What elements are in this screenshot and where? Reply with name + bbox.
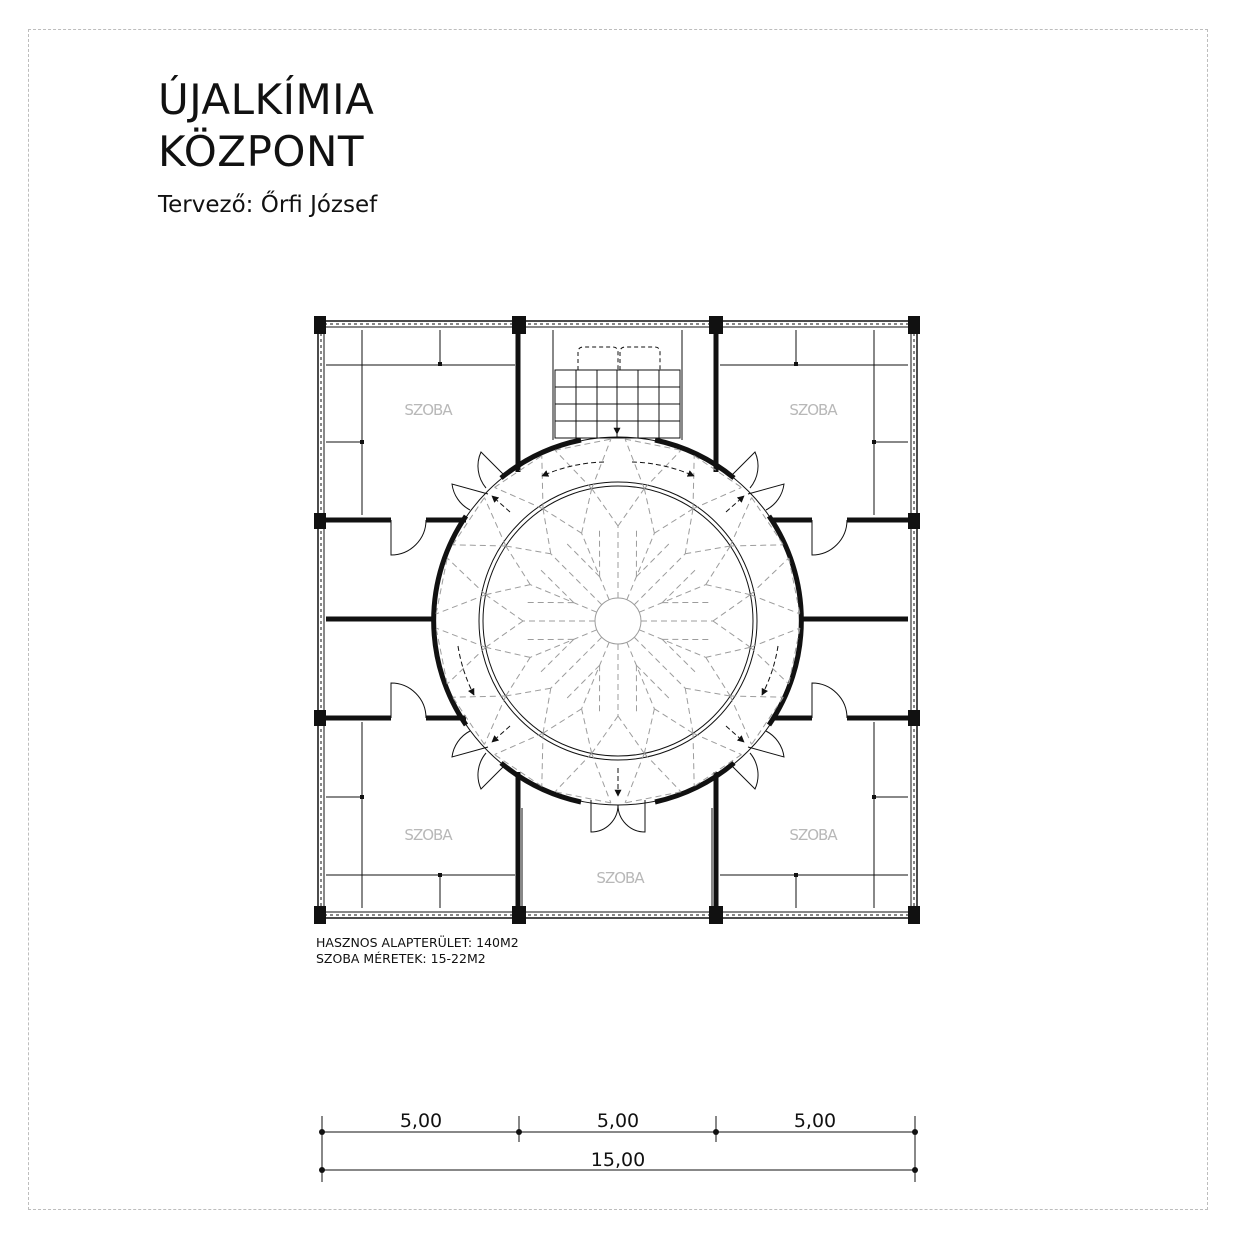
- outer-walls: [317, 320, 918, 919]
- doors: [390, 451, 848, 833]
- useful-area-text: HASZNOS ALAPTERÜLET: 140M2: [316, 935, 519, 950]
- room-label-top-right: SZOBA: [789, 401, 838, 419]
- columns: [314, 316, 920, 924]
- room-label-bottom-center: SZOBA: [596, 869, 645, 887]
- dimension-segment-3: 5,00: [794, 1110, 836, 1132]
- room-size-text: SZOBA MÉRETEK: 15-22M2: [316, 951, 486, 966]
- dome-rib-pattern: [435, 438, 801, 804]
- designer-credit: Tervező: Őrfi József: [158, 192, 378, 218]
- dimension-total: 15,00: [591, 1149, 645, 1171]
- room-label-bottom-left: SZOBA: [404, 826, 453, 844]
- circulation-arrows: [457, 461, 779, 797]
- dimension-segment-2: 5,00: [597, 1110, 639, 1132]
- title-line-1: ÚJALKÍMIA: [158, 75, 375, 124]
- rotunda-outer-wall: [431, 437, 804, 805]
- title-line-2: KÖZPONT: [158, 127, 365, 176]
- room-label-bottom-right: SZOBA: [789, 826, 838, 844]
- staircase: [554, 346, 681, 439]
- sheet-border: [28, 29, 1208, 1210]
- interior-walls: [326, 330, 908, 912]
- rotunda: [433, 436, 803, 806]
- plan-info: HASZNOS ALAPTERÜLET: 140M2 SZOBA MÉRETEK…: [316, 935, 519, 967]
- dimension-segment-1: 5,00: [400, 1110, 442, 1132]
- dimension-ticks: [319, 1129, 918, 1173]
- oculus: [594, 597, 642, 645]
- room-label-top-left: SZOBA: [404, 401, 453, 419]
- partition-nodes: [360, 362, 876, 877]
- page-title: ÚJALKÍMIA KÖZPONT: [158, 74, 374, 178]
